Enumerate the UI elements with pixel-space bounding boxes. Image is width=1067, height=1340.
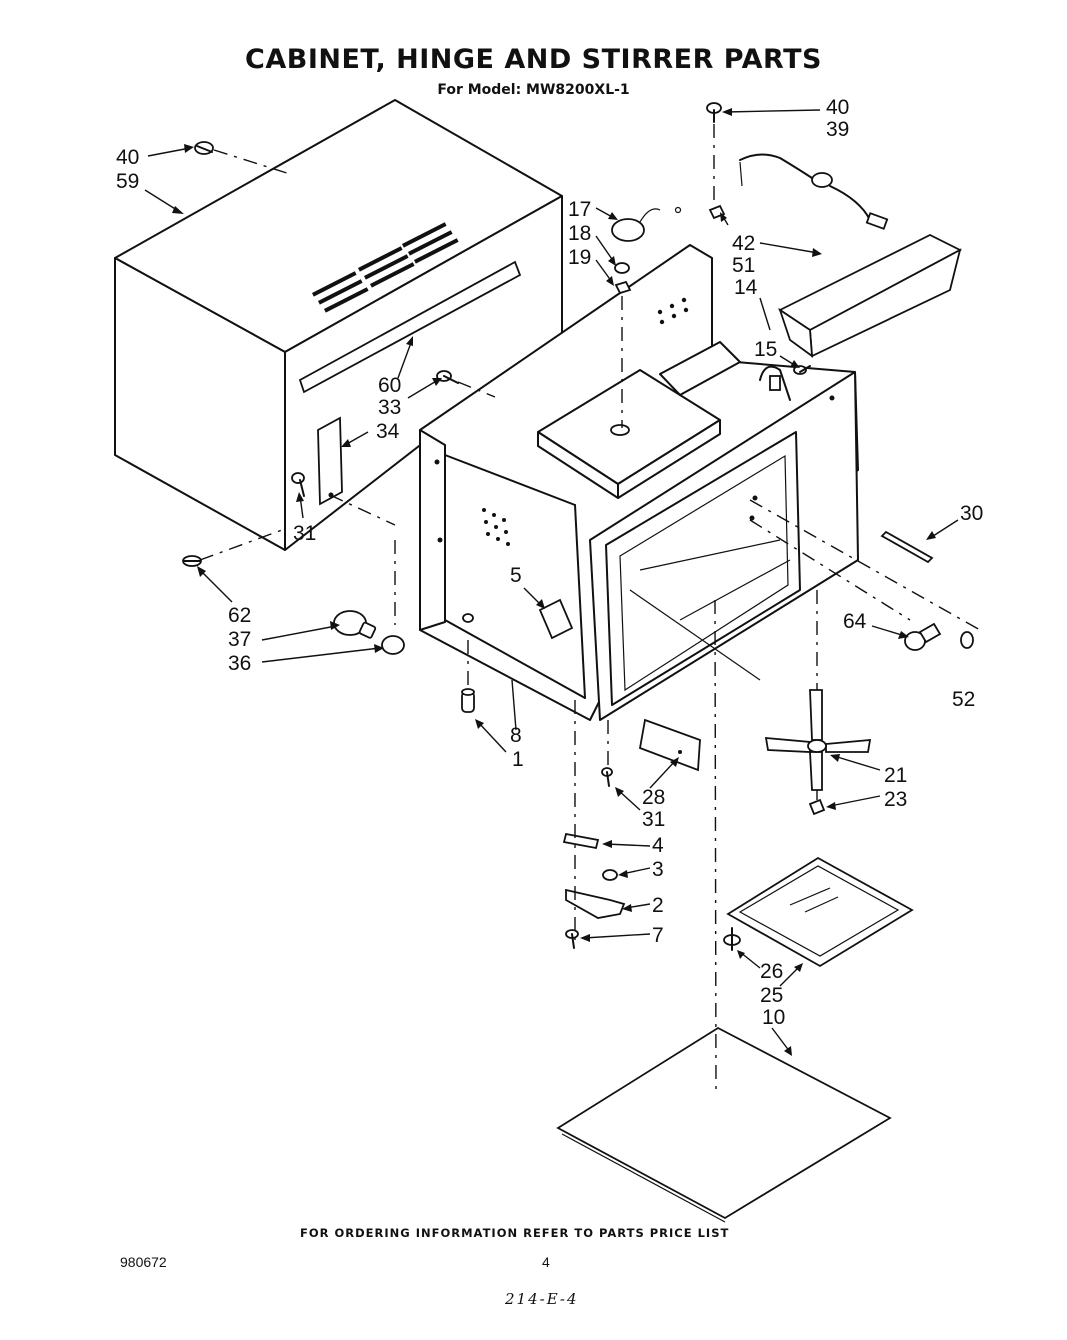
callout-8: 8 [510, 724, 522, 747]
callout-31-lower: 31 [642, 808, 665, 831]
hinge-2 [565, 888, 626, 919]
callout-14: 14 [734, 276, 758, 299]
access-cover-28 [638, 718, 701, 772]
callout-7: 7 [652, 924, 664, 947]
screw-31-left [291, 472, 305, 497]
assembly-lines [199, 124, 981, 1091]
screw-15 [793, 365, 811, 375]
callout-17: 17 [568, 198, 591, 221]
screw-40-right [706, 102, 722, 123]
callout-28: 28 [642, 786, 665, 809]
callout-59: 59 [116, 170, 139, 193]
callout-5: 5 [510, 564, 522, 587]
washer-18 [614, 262, 630, 274]
callout-23: 23 [884, 788, 907, 811]
nut-19 [614, 280, 632, 295]
callout-3: 3 [652, 858, 664, 881]
page-title: CABINET, HINGE AND STIRRER PARTS [245, 44, 822, 75]
foot-1 [461, 688, 475, 713]
callout-21: 21 [884, 764, 907, 787]
outer-cabinet-wrapper [114, 99, 563, 551]
callout-34: 34 [376, 420, 400, 443]
shim-4 [562, 832, 600, 850]
screw-62 [182, 555, 202, 567]
callout-15: 15 [754, 338, 777, 361]
callout-42: 42 [732, 232, 755, 255]
stirrer-motor-17 [611, 206, 682, 242]
callout-52: 52 [952, 688, 975, 711]
screw-7 [565, 929, 579, 949]
page-number: 4 [542, 1254, 550, 1270]
callout-19: 19 [568, 246, 591, 269]
callout-18: 18 [568, 222, 591, 245]
callout-1: 1 [512, 748, 524, 771]
hinge-plate-5 [538, 598, 574, 640]
callout-labels: 40 59 62 37 36 60 33 34 31 17 18 19 40 3… [116, 96, 983, 1029]
callout-64: 64 [843, 610, 867, 633]
ordering-footer-note: FOR ORDERING INFORMATION REFER TO PARTS … [300, 1226, 730, 1240]
leader-arrows [144, 108, 959, 1056]
spacer-3 [602, 869, 618, 881]
seal-strip-30 [880, 530, 934, 564]
callout-37: 37 [228, 628, 251, 651]
callout-51: 51 [732, 254, 755, 277]
callout-36: 36 [228, 652, 251, 675]
model-subtitle: For Model: MW8200XL-1 [437, 82, 630, 98]
stirrer-shield-25 [726, 856, 914, 968]
callout-26: 26 [760, 960, 783, 983]
vent-duct-51 [778, 233, 962, 358]
handwritten-note: 214-E-4 [505, 1290, 579, 1308]
callout-62: 62 [228, 604, 251, 627]
plug-52 [960, 631, 974, 649]
callout-40: 40 [116, 146, 139, 169]
screw-31-lower [601, 767, 613, 787]
screw-26 [723, 927, 741, 951]
light-bulb-37 [333, 610, 377, 639]
bracket-14 [759, 365, 791, 401]
document-number: 980672 [120, 1254, 167, 1270]
power-cord-39 [739, 153, 889, 230]
stirrer-blade-21 [764, 689, 872, 791]
callout-10: 10 [762, 1006, 785, 1029]
callout-31-left: 31 [293, 522, 316, 545]
bulb-socket-36 [381, 635, 405, 655]
callout-25: 25 [760, 984, 783, 1007]
grommet-64 [904, 622, 942, 651]
cabinet-screw-40 [194, 141, 214, 155]
callout-2: 2 [652, 894, 664, 917]
callout-33: 33 [378, 396, 401, 419]
nut-23 [808, 798, 826, 816]
callout-4: 4 [652, 834, 664, 857]
callout-30: 30 [960, 502, 983, 525]
base-plate-10 [556, 1026, 892, 1223]
callout-40-right: 40 [826, 96, 849, 119]
callout-39: 39 [826, 118, 849, 141]
cover-plate-34 [317, 416, 343, 506]
callout-60: 60 [378, 374, 401, 397]
